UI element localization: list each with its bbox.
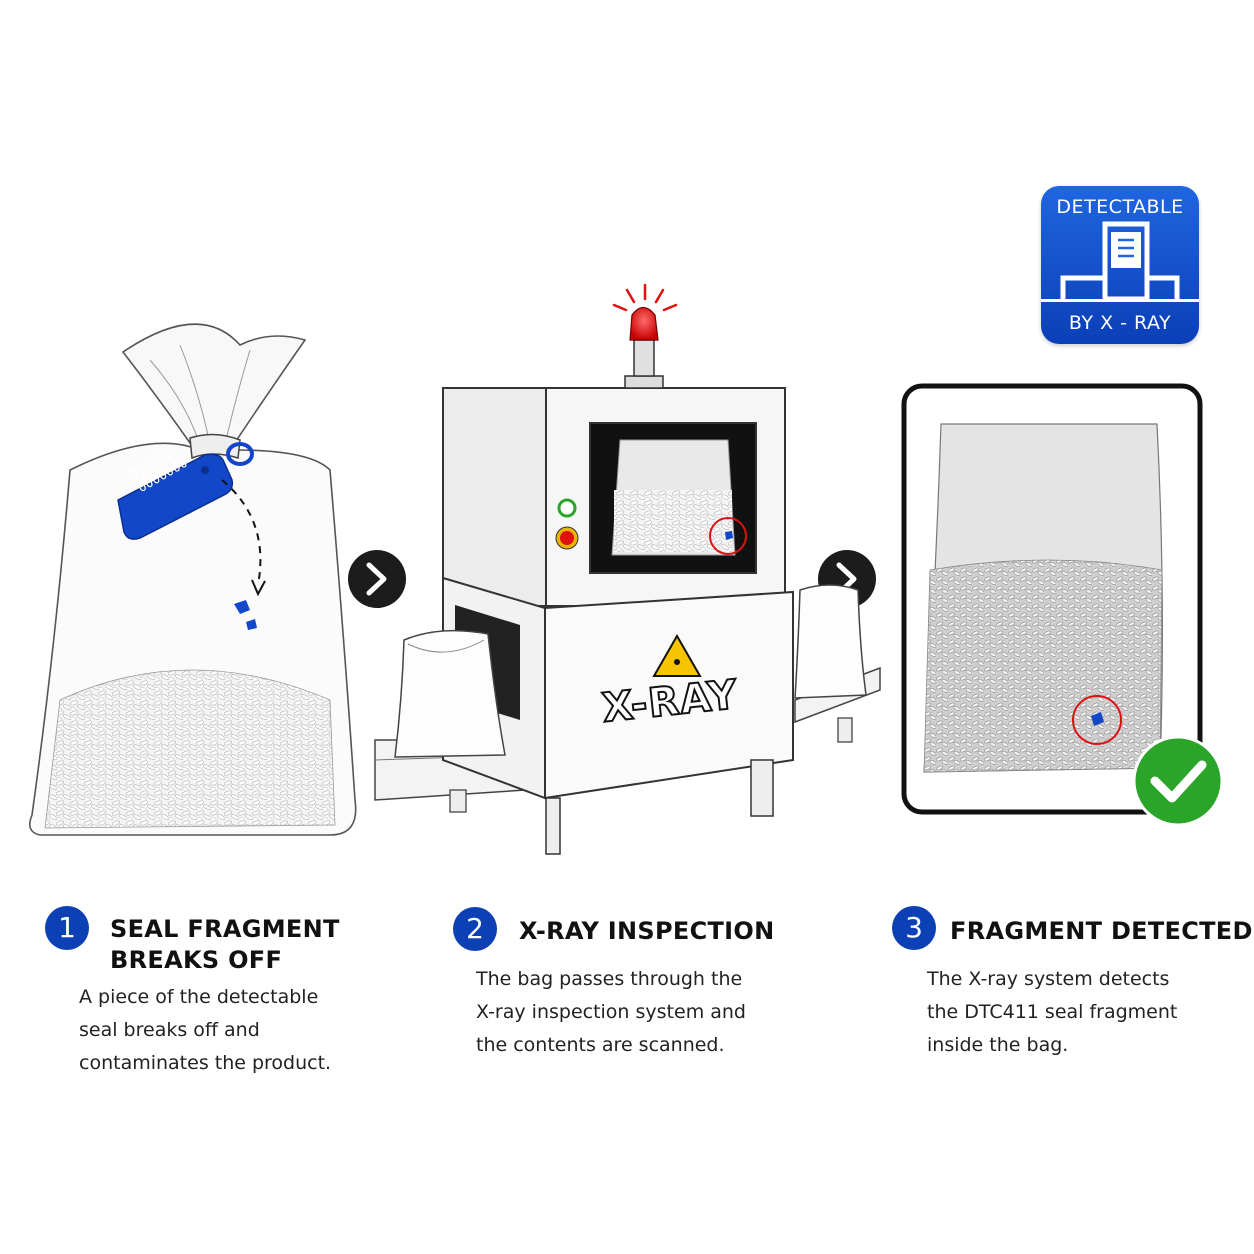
badge-bottom-text: BY X - RAY	[1068, 312, 1172, 334]
badge-top-text: DETECTABLE	[1056, 196, 1184, 218]
bag-exiting	[794, 584, 867, 699]
step-1-title-line2: BREAKS OFF	[110, 946, 283, 974]
detection-frame	[901, 383, 1203, 815]
step-1-description: A piece of the detectable seal breaks of…	[79, 981, 331, 1080]
step-2-desc-line: The bag passes through the	[476, 968, 743, 990]
step-2-number: 2	[453, 907, 497, 951]
step-1-desc-line: A piece of the detectable	[79, 986, 319, 1008]
step-3-desc-line: inside the bag.	[927, 1034, 1069, 1056]
step-1-title: SEAL FRAGMENT BREAKS OFF	[110, 914, 340, 976]
seal-tag	[117, 453, 234, 540]
sealed-bag	[29, 323, 357, 836]
detectable-badge: DETECTABLE BY X - RAY	[1041, 186, 1199, 344]
step-1-desc-line: seal breaks off and	[79, 1019, 260, 1041]
step-3-desc-line: The X-ray system detects	[927, 968, 1170, 990]
step-3-desc-line: the DTC411 seal fragment	[927, 1001, 1178, 1023]
check-icon	[1132, 735, 1224, 827]
bag-entering	[394, 629, 506, 758]
alarm-light	[612, 283, 678, 341]
step-1-number: 1	[45, 906, 89, 950]
scanner-icon	[1041, 221, 1199, 302]
step-2-desc-line: X-ray inspection system and	[476, 1001, 746, 1023]
step-1-desc-line: contaminates the product.	[79, 1052, 332, 1074]
step-3-number: 3	[892, 906, 936, 950]
step-3-description: The X-ray system detects the DTC411 seal…	[927, 963, 1177, 1062]
falling-fragment-path	[221, 479, 266, 630]
step-2-description: The bag passes through the X-ray inspect…	[476, 963, 746, 1062]
step-3-title: FRAGMENT DETECTED	[950, 917, 1253, 945]
xray-machine	[442, 339, 794, 855]
step-2-title: X-RAY INSPECTION	[519, 917, 775, 945]
next-arrow-1	[348, 550, 406, 608]
step-1-title-line1: SEAL FRAGMENT	[110, 915, 340, 943]
step-2-desc-line: the contents are scanned.	[476, 1034, 725, 1056]
